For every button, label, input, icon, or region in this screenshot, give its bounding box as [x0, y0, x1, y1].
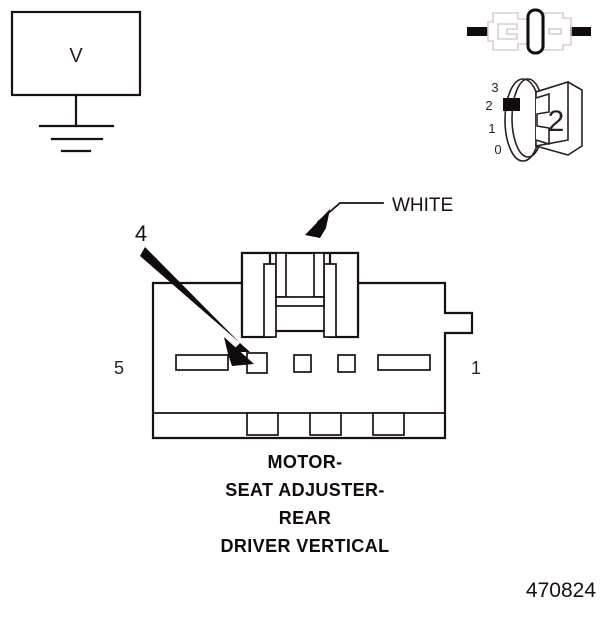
- title-line-1: MOTOR-: [267, 452, 342, 472]
- voltmeter-box: [10, 10, 142, 97]
- mated-connector-icon: [467, 8, 591, 55]
- connector-lead-right: [570, 27, 591, 36]
- latch-rib-right: [323, 263, 337, 338]
- title-line-3: REAR: [279, 508, 332, 528]
- flange-tab-2: [309, 412, 342, 436]
- cavity-pin-3: [293, 354, 312, 373]
- terminal-callout-4: 4: [135, 221, 254, 366]
- dial-scale-label-1: 1: [488, 121, 495, 136]
- connector-shell-right-keyway: [548, 28, 562, 35]
- connector-shell-left-keyway: [497, 23, 518, 40]
- figure-number: 470824: [526, 579, 596, 602]
- dial-scale-label-0: 0: [494, 142, 501, 157]
- color-callout-label: WHITE: [392, 195, 453, 216]
- cavity-pin-2: [337, 354, 356, 373]
- connector-face-view: 5 1: [114, 251, 481, 440]
- pin-number-left: 5: [114, 358, 124, 378]
- callout-4-label: 4: [135, 221, 147, 246]
- flange-tab-1: [246, 412, 279, 436]
- connector-body-outline: [151, 281, 474, 440]
- dial-knob-notch: [535, 92, 550, 146]
- latch-tongue-right: [313, 252, 325, 298]
- connector-latch-assembly: [240, 251, 360, 339]
- rotary-range-selector-icon: 3 2 1 0 2: [485, 78, 583, 162]
- terminal-cavity-row: [175, 352, 431, 374]
- chassis-ground-symbol: [38, 93, 115, 153]
- white-arrowhead: [305, 209, 330, 238]
- connector-seal: [526, 8, 545, 55]
- dial-scale-label-3: 3: [491, 80, 498, 95]
- dial-scale-label-2: 2: [485, 98, 492, 113]
- title-line-4: DRIVER VERTICAL: [220, 536, 389, 556]
- connector-bottom-flange: [152, 412, 446, 436]
- voltmeter-label: V: [69, 45, 83, 67]
- connector-lead-left: [467, 27, 488, 36]
- flange-tab-3: [372, 412, 405, 436]
- dial-selected-value: 2: [548, 105, 565, 138]
- title-line-2: SEAT ADJUSTER-: [225, 480, 385, 500]
- dial-pointer: [503, 98, 520, 111]
- pin-number-right: 1: [471, 358, 481, 378]
- component-title-block: MOTOR- SEAT ADJUSTER- REAR DRIVER VERTIC…: [220, 452, 389, 556]
- callout-4-arrowhead: [224, 337, 254, 366]
- cavity-pin-1: [377, 354, 431, 371]
- connector-shell-right: [543, 12, 572, 51]
- latch-crossbar: [275, 296, 325, 307]
- latch-tongue-left: [275, 252, 287, 298]
- callout-4-arrow-shaft: [140, 247, 250, 352]
- voltmeter-symbol: V: [10, 10, 142, 153]
- cavity-pin-5: [175, 354, 229, 371]
- color-callout-white: WHITE: [305, 195, 453, 238]
- latch-rib-left: [263, 263, 277, 338]
